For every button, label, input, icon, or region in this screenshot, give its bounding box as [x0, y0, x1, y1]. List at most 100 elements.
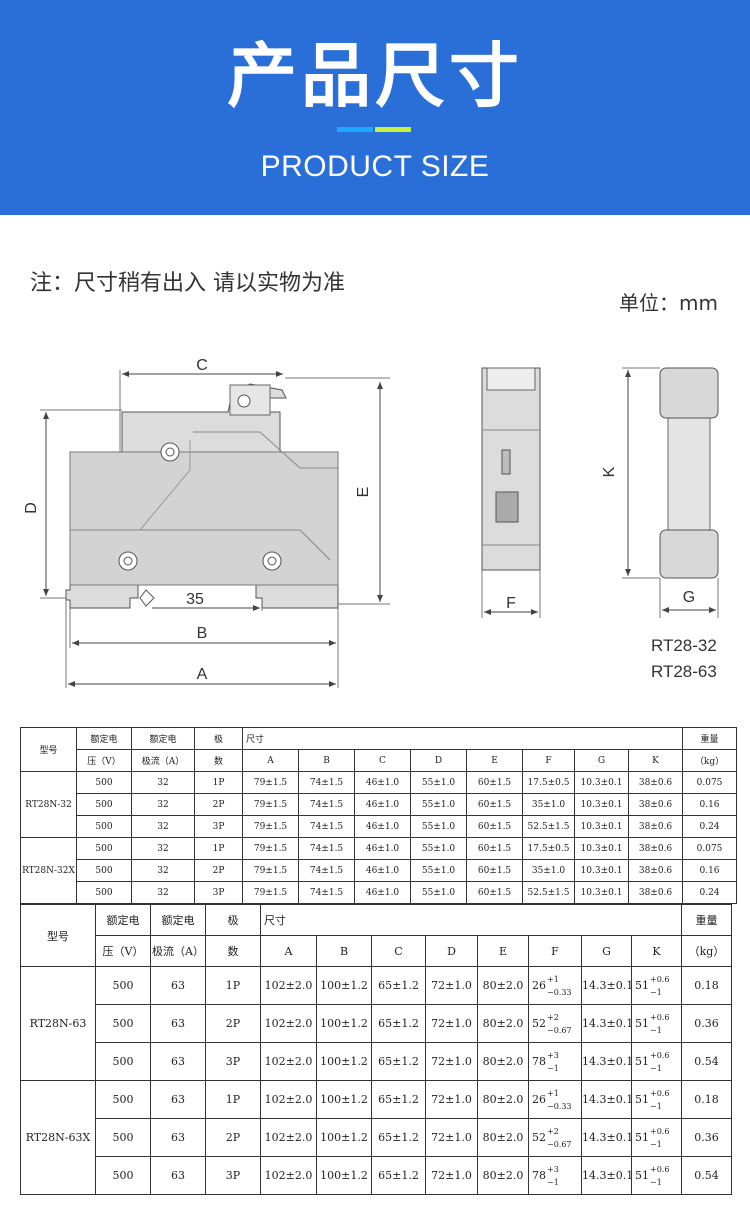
- dim-c-cell: 46±1.0: [354, 793, 411, 816]
- header-weight: 重量: [681, 904, 732, 936]
- model-label-rt28-32: RT28-32: [651, 636, 717, 655]
- voltage-cell: 500: [95, 966, 151, 1005]
- header-dim-f: F: [522, 749, 575, 772]
- dim-a-cell: 102±2.0: [260, 966, 317, 1005]
- dim-c-cell: 46±1.0: [354, 837, 411, 860]
- dim-g-cell: 10.3±0.1: [574, 859, 629, 882]
- weight-cell: 0.36: [681, 1118, 732, 1157]
- dim-d-cell: 55±1.0: [410, 771, 467, 794]
- dim-k-cell: 51+0.6−1: [631, 1042, 682, 1081]
- weight-cell: 0.24: [682, 815, 738, 838]
- current-cell: 32: [131, 837, 195, 860]
- current-cell: 63: [150, 966, 206, 1005]
- current-cell: 63: [150, 1156, 206, 1195]
- tolerance-range: +0.6 −1: [650, 1087, 669, 1113]
- dim-c-cell: 65±1.2: [371, 1156, 426, 1195]
- tolerance-range: +0.6−1: [650, 1011, 669, 1037]
- tolerance-upper: +3: [547, 1164, 559, 1174]
- model-cell: RT28N-63X: [20, 1080, 96, 1195]
- header-dim-a: A: [260, 935, 317, 967]
- dim-f-cell: 52+2−0.67: [528, 1004, 582, 1043]
- tolerance-upper: +3: [547, 1050, 559, 1060]
- weight-cell: 0.54: [681, 1042, 732, 1081]
- spec-table-32a: 型号 额定电 额定电 极 尺寸 重量 压（V） 极流（A） 数 A B C D …: [20, 727, 738, 904]
- tolerance-lower: −0.67: [547, 1139, 572, 1149]
- weight-cell: 0.16: [682, 793, 738, 816]
- header-weight-unit: （kg）: [681, 935, 732, 967]
- weight-cell: 0.54: [681, 1156, 732, 1195]
- model-label-rt28-63: RT28-63: [651, 662, 717, 681]
- dim-k-cell: 38±0.6: [627, 793, 684, 816]
- tolerance-range: +2 −0.67: [547, 1125, 572, 1151]
- tolerance-base: 52: [532, 1016, 546, 1030]
- current-cell: 63: [150, 1042, 206, 1081]
- dim-f-cell: 78+3−1: [528, 1156, 582, 1195]
- unit-label: 单位：mm: [619, 291, 718, 315]
- tolerance-upper: +0.6: [650, 1088, 670, 1098]
- dim-g-cell: 14.3±0.1: [581, 1156, 632, 1195]
- dim-g-cell: 10.3±0.1: [574, 771, 629, 794]
- header-size: 尺寸: [241, 727, 684, 750]
- model-cell: RT28N-63: [20, 966, 96, 1081]
- dim-e-cell: 80±2.0: [477, 1004, 529, 1043]
- dim-label-f: F: [506, 595, 516, 612]
- dim-k-cell: 51+0.6−1: [631, 966, 682, 1005]
- tolerance-lower: −0.67: [547, 1025, 572, 1035]
- dim-d-cell: 55±1.0: [410, 815, 467, 838]
- tolerance-upper: +0.6: [650, 1126, 670, 1136]
- voltage-cell: 500: [76, 771, 132, 794]
- dim-k-cell: 38±0.6: [627, 771, 684, 794]
- dim-a-cell: 79±1.5: [242, 815, 299, 838]
- voltage-cell: 500: [95, 1080, 151, 1119]
- dim-label-e: E: [355, 487, 372, 498]
- page-title: 产品尺寸: [227, 35, 523, 117]
- page-subtitle: PRODUCT SIZE: [260, 150, 490, 183]
- tolerance-lower: −1: [650, 1101, 662, 1111]
- dim-e-cell: 60±1.5: [466, 771, 523, 794]
- tolerance-range: +1−0.33: [547, 973, 572, 999]
- header-poles: 极: [194, 727, 243, 750]
- fuse-holder-side: [481, 367, 541, 571]
- dim-e-cell: 60±1.5: [466, 815, 523, 838]
- dim-k-cell: 38±0.6: [627, 859, 684, 882]
- tolerance-range: +3−1: [547, 1163, 559, 1189]
- tolerance-base: 51: [635, 1054, 649, 1068]
- header-poles-unit: 数: [205, 935, 261, 967]
- dim-e-cell: 60±1.5: [466, 881, 523, 904]
- dim-k-cell: 51+0.6−1: [631, 1080, 682, 1119]
- current-cell: 32: [131, 859, 195, 882]
- poles-cell: 3P: [205, 1042, 261, 1081]
- tolerance-base: 26: [532, 1092, 546, 1106]
- poles-cell: 2P: [205, 1004, 261, 1043]
- current-cell: 32: [131, 881, 195, 904]
- tolerance-base: 51: [635, 1130, 649, 1144]
- dim-b-cell: 74±1.5: [298, 793, 355, 816]
- tolerance-lower: −0.33: [547, 1101, 572, 1111]
- header-dim-d: D: [425, 935, 478, 967]
- tolerance-lower: −1: [650, 1063, 662, 1073]
- dim-c-cell: 46±1.0: [354, 815, 411, 838]
- dim-e-cell: 60±1.5: [466, 859, 523, 882]
- dim-k-cell: 38±0.6: [627, 837, 684, 860]
- poles-cell: 1P: [194, 837, 243, 860]
- header-dim-g: G: [581, 935, 632, 967]
- dim-c-cell: 46±1.0: [354, 881, 411, 904]
- tolerance-lower: −1: [650, 987, 662, 997]
- weight-cell: 0.36: [681, 1004, 732, 1043]
- tolerance-lower: −1: [547, 1063, 559, 1073]
- header-dim-b: B: [316, 935, 372, 967]
- tolerance-base: 52: [532, 1130, 546, 1144]
- dim-f-cell: 52.5±1.5: [522, 881, 575, 904]
- header-model: 型号: [20, 727, 77, 772]
- dim-e-cell: 80±2.0: [477, 1118, 529, 1157]
- dim-f-cell: 35±1.0: [522, 793, 575, 816]
- dim-b-cell: 74±1.5: [298, 815, 355, 838]
- dim-b-cell: 74±1.5: [298, 837, 355, 860]
- tolerance-range: +3−1: [547, 1049, 559, 1075]
- tolerance-upper: +2: [547, 1126, 559, 1136]
- dim-d-cell: 72±1.0: [425, 1004, 478, 1043]
